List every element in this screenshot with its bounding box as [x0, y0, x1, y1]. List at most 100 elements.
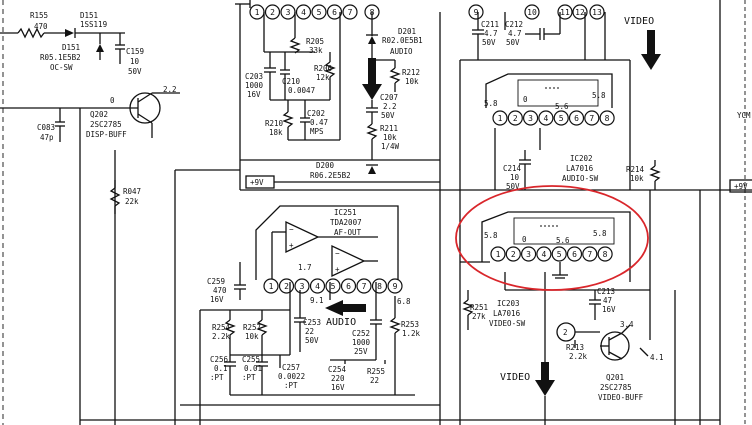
svg-text:22k: 22k: [125, 197, 139, 206]
c207-capacitor: C207 2.2 50V: [366, 93, 398, 124]
svg-text:16V: 16V: [331, 383, 345, 392]
top-pin-b-13: 13: [589, 4, 605, 20]
ic251-pin-5: 5: [325, 278, 341, 294]
svg-text:16V: 16V: [247, 90, 261, 99]
svg-text:12k: 12k: [316, 73, 330, 82]
r205-resistor: R205 33k: [289, 12, 324, 55]
top-pin-5: 5: [311, 4, 327, 20]
svg-text:IC202: IC202: [570, 154, 593, 163]
svg-text:C211: C211: [481, 20, 499, 29]
svg-text:0.01: 0.01: [244, 364, 262, 373]
ic203-pin-4: 4: [536, 246, 552, 262]
svg-text:0: 0: [523, 95, 528, 104]
svg-text:C256: C256: [210, 355, 229, 364]
ic251-pin-label: 8: [377, 282, 382, 291]
svg-text:R254: R254: [212, 323, 231, 332]
svg-text:10: 10: [510, 173, 520, 182]
svg-text:22: 22: [305, 327, 314, 336]
ic203-pin-7: 7: [582, 246, 598, 262]
ic251-pin-label: 1: [269, 282, 274, 291]
r213-resistor: R213 2.2k: [566, 340, 588, 361]
ic203-pin-6: 6: [566, 246, 583, 262]
svg-text:R155: R155: [30, 11, 48, 20]
svg-text:VIDEO-SW: VIDEO-SW: [489, 319, 526, 328]
svg-text:R211: R211: [380, 124, 398, 133]
svg-text:IC203: IC203: [497, 299, 520, 308]
svg-text:50V: 50V: [482, 38, 496, 47]
ic202-pin-label: 6: [574, 114, 579, 123]
svg-text:D201: D201: [398, 27, 416, 36]
svg-text:50V: 50V: [381, 111, 395, 120]
svg-text:C083: C083: [37, 123, 55, 132]
ic203-pin-label: 5: [557, 250, 562, 259]
top-pin-label: 5: [317, 8, 322, 17]
svg-text:4.1: 4.1: [650, 353, 664, 362]
ic202-pin-label: 5: [559, 114, 564, 123]
svg-text:2SC2785: 2SC2785: [600, 383, 632, 392]
svg-text:0.47: 0.47: [310, 118, 328, 127]
svg-text:10k: 10k: [405, 77, 419, 86]
ic202-pin-3: 3: [522, 110, 539, 126]
svg-text:50V: 50V: [305, 336, 319, 345]
top-pin-label: 1: [255, 8, 260, 17]
ic203-pin-3: 3: [520, 246, 537, 262]
ic251-pin-label: 2: [284, 282, 289, 291]
svg-text:C253: C253: [303, 318, 321, 327]
svg-text:R05.1E5B2: R05.1E5B2: [40, 53, 81, 62]
r254-resistor: R254 2.2k: [212, 310, 236, 355]
c202-capacitor: C202 0.47 MPS: [300, 100, 328, 140]
ic202-pin-label: 7: [589, 114, 594, 123]
ic203-pin-label: 8: [603, 250, 608, 259]
svg-text:4.7: 4.7: [508, 29, 522, 38]
ic202-pin-4: 4: [538, 110, 554, 126]
ic202-pin-7: 7: [584, 110, 600, 126]
svg-text:OC-SW: OC-SW: [50, 63, 73, 72]
r255-resistor: R255 22: [367, 360, 386, 385]
svg-text:5.8: 5.8: [593, 229, 607, 238]
svg-text:10k: 10k: [630, 174, 644, 183]
top-pin-b-11: 11: [557, 4, 573, 20]
svg-text:16V: 16V: [210, 295, 224, 304]
svg-text:C212: C212: [505, 20, 523, 29]
ic251-pin-6: 6: [340, 278, 357, 294]
svg-text:C210: C210: [282, 77, 301, 86]
r206-resistor: R206 12k: [314, 52, 336, 100]
svg-text:5.8: 5.8: [484, 231, 498, 240]
d200-zener: D200 R06.2E5B2: [310, 161, 378, 180]
svg-text:R06.2E5B2: R06.2E5B2: [310, 171, 351, 180]
plus9v-right-label: +9V: [729, 179, 752, 193]
svg-text:22: 22: [370, 376, 379, 385]
ic202-pin-2: 2: [507, 110, 523, 126]
top-pin-7: 7: [342, 4, 358, 20]
svg-text:2: 2: [563, 328, 568, 337]
svg-text:50V: 50V: [506, 182, 520, 191]
ic202-pin-1: 1: [492, 110, 508, 126]
svg-text:C254: C254: [328, 365, 347, 374]
d151-diode: D151 1SS119: [65, 11, 125, 38]
svg-text:C202: C202: [307, 109, 325, 118]
svg-text:2SC2785: 2SC2785: [90, 120, 122, 129]
c255-capacitor: C255 0.01 :PT: [242, 355, 268, 395]
svg-text:4.7: 4.7: [484, 29, 498, 38]
svg-text:10k: 10k: [245, 332, 259, 341]
r210-resistor: R210 18k: [265, 100, 294, 140]
svg-text:+9V: +9V: [734, 182, 748, 191]
c203-capacitor: C203 1000 16V: [245, 52, 276, 100]
svg-text:C255: C255: [242, 355, 260, 364]
svg-text:2.2: 2.2: [163, 85, 177, 94]
svg-text:2.2: 2.2: [383, 102, 397, 111]
ic251-pin-label: 4: [315, 282, 320, 291]
ic202-pin-5: 5: [553, 110, 569, 126]
svg-text:5.8: 5.8: [592, 91, 606, 100]
svg-text:1000: 1000: [352, 338, 371, 347]
svg-text:0: 0: [110, 96, 115, 105]
r211-resistor: R211 10k 1/4W: [366, 123, 400, 160]
svg-text:47: 47: [603, 296, 612, 305]
video-top-label: VIDEO: [624, 16, 661, 70]
top-pin-b-10: 10: [524, 4, 540, 20]
svg-text:C259: C259: [207, 277, 225, 286]
svg-text:Q201: Q201: [606, 373, 624, 382]
svg-text:9.1: 9.1: [310, 296, 324, 305]
svg-text:25V: 25V: [354, 347, 368, 356]
